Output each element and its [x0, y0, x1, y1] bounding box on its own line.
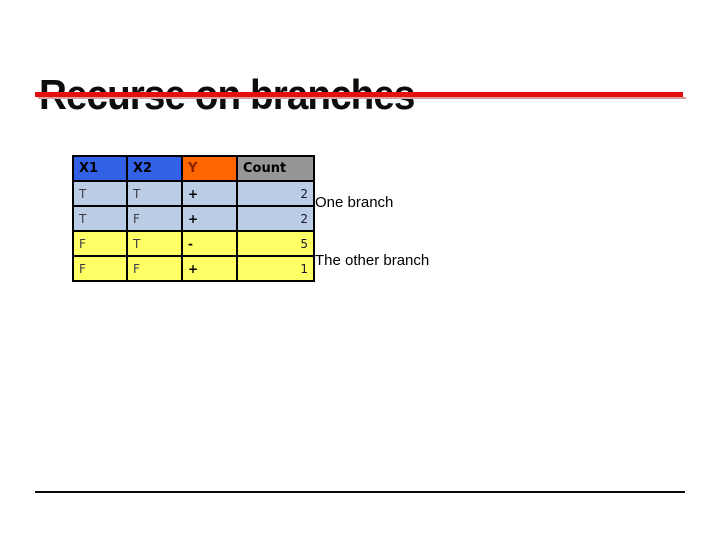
cell-count: 5 — [236, 230, 315, 257]
cell-y: + — [181, 180, 238, 207]
cell-count: 2 — [236, 205, 315, 232]
table-row: T F + 2 — [72, 205, 315, 232]
cell-x1: T — [72, 205, 128, 232]
cell-y: + — [181, 205, 238, 232]
footer-divider-line — [35, 491, 685, 493]
cell-count: 2 — [236, 180, 315, 207]
cell-x2: F — [126, 205, 183, 232]
table-header-row: X1 X2 Y Count — [72, 155, 315, 182]
cell-y: + — [181, 255, 238, 282]
cell-x1: T — [72, 180, 128, 207]
table-row: T T + 2 — [72, 180, 315, 207]
cell-count: 1 — [236, 255, 315, 282]
column-header-count: Count — [236, 155, 315, 182]
column-header-y: Y — [181, 155, 238, 182]
table-row: F T - 5 — [72, 230, 315, 257]
cell-x1: F — [72, 230, 128, 257]
cell-x1: F — [72, 255, 128, 282]
cell-x2: F — [126, 255, 183, 282]
counts-table: X1 X2 Y Count T T + 2 T F + 2 F T - 5 F … — [72, 155, 315, 282]
title-accent-line-shadow — [38, 97, 686, 99]
table-row: F F + 1 — [72, 255, 315, 282]
column-header-x1: X1 — [72, 155, 128, 182]
annotation-one-branch: One branch — [315, 194, 394, 211]
cell-x2: T — [126, 180, 183, 207]
column-header-x2: X2 — [126, 155, 183, 182]
cell-y: - — [181, 230, 238, 257]
cell-x2: T — [126, 230, 183, 257]
title-accent-line — [35, 92, 683, 97]
annotation-other-branch: The other branch — [315, 252, 430, 269]
